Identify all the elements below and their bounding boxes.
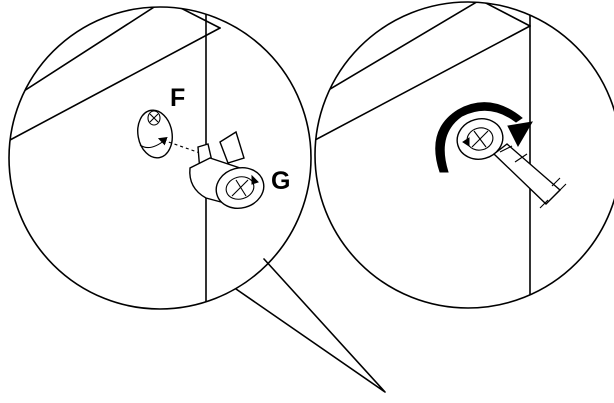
left-detail-callout: F G <box>8 6 386 393</box>
left-callout-circle <box>8 6 312 310</box>
bolt-head-icon <box>456 118 504 160</box>
label-G: G <box>271 167 290 195</box>
insertion-arrow <box>157 137 201 154</box>
screwdriver-icon <box>492 143 567 209</box>
connector-bolt-icon <box>189 130 265 209</box>
callout-pointer <box>235 258 386 393</box>
right-detail-callout <box>314 1 614 309</box>
label-F: F <box>170 84 185 112</box>
cam-lock-icon <box>137 109 173 159</box>
rotation-arrow-icon <box>435 102 533 173</box>
right-panel-edges <box>315 2 531 308</box>
right-callout-circle <box>314 1 614 309</box>
left-panel-edges <box>9 7 221 309</box>
